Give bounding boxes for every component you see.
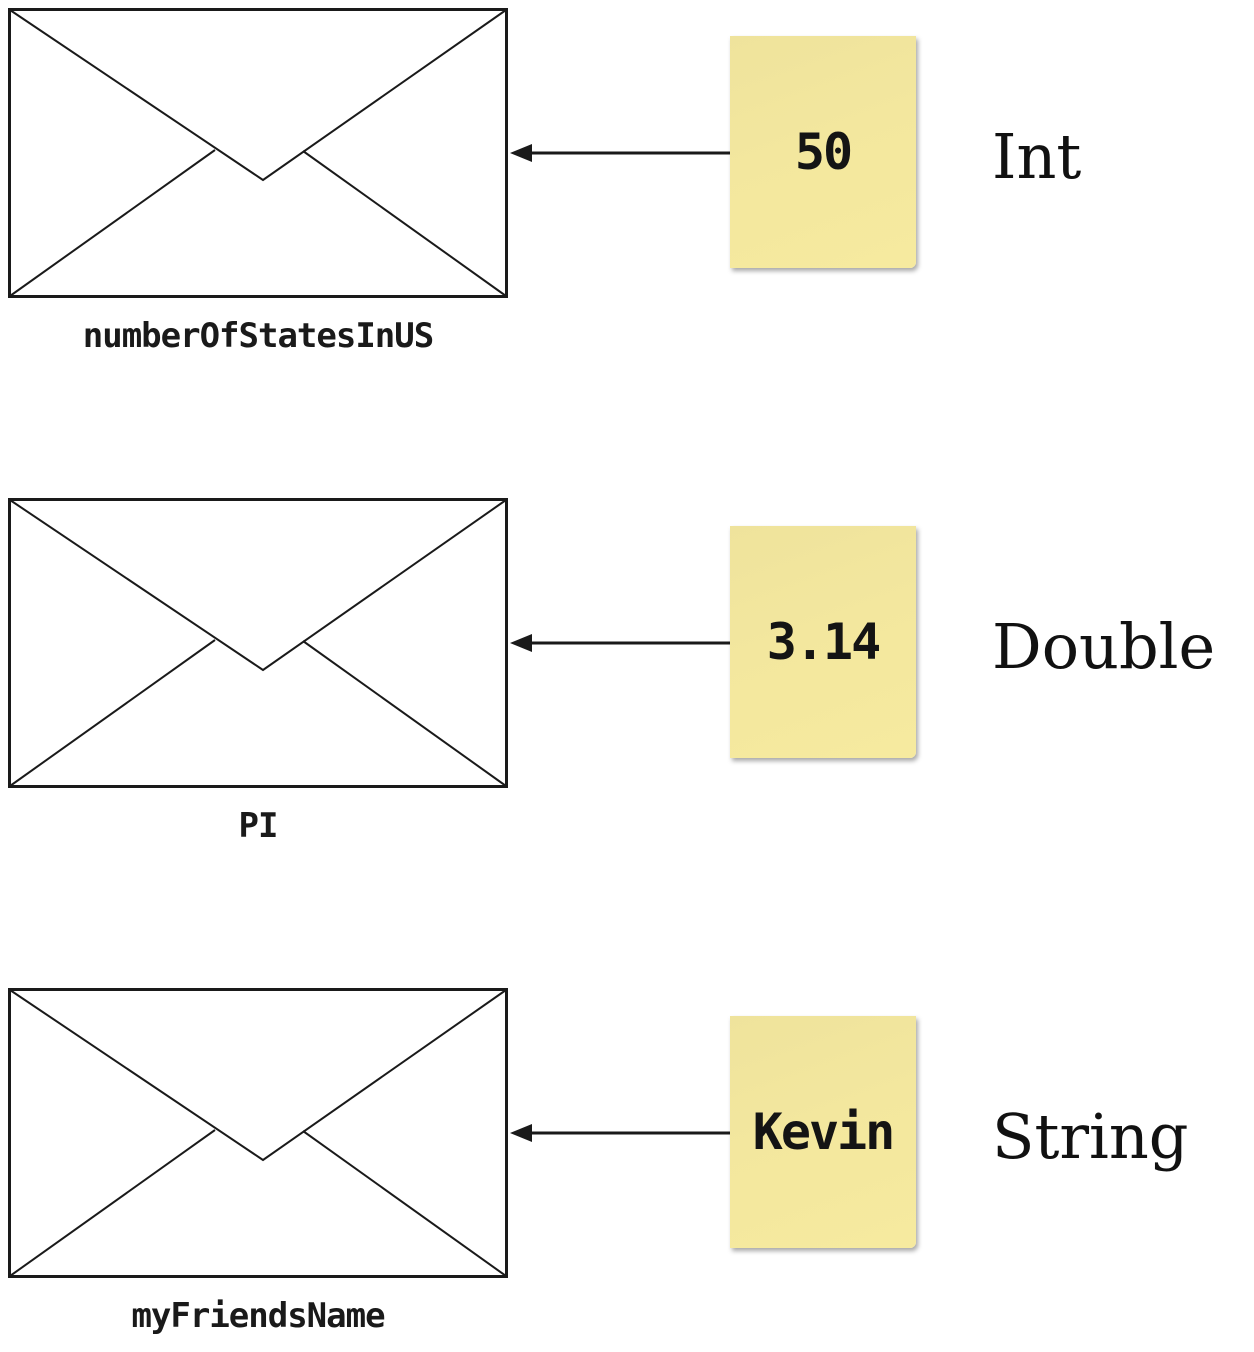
envelope-icon [8, 988, 508, 1278]
type-label: Double [992, 610, 1216, 683]
sticky-note: Kevin [730, 1016, 916, 1248]
sticky-note: 50 [730, 36, 916, 268]
envelope-icon [8, 498, 508, 788]
type-label: String [992, 1100, 1189, 1173]
arrow-left-icon [508, 1118, 730, 1148]
value-label: 3.14 [766, 613, 881, 671]
type-label: Int [992, 120, 1082, 193]
variable-row: numberOfStatesInUS 50 Int [0, 8, 1254, 368]
arrow-left-icon [508, 628, 730, 658]
variable-name-label: numberOfStatesInUS [82, 316, 434, 356]
value-label: 50 [794, 123, 853, 181]
variable-row: myFriendsName Kevin String [0, 988, 1254, 1348]
sticky-note: 3.14 [730, 526, 916, 758]
variable-name-label: myFriendsName [131, 1296, 385, 1336]
envelope-icon [8, 8, 508, 298]
arrow-left-icon [508, 138, 730, 168]
variable-row: PI 3.14 Double [0, 498, 1254, 858]
variable-name-label: PI [238, 806, 279, 846]
value-label: Kevin [752, 1103, 896, 1161]
